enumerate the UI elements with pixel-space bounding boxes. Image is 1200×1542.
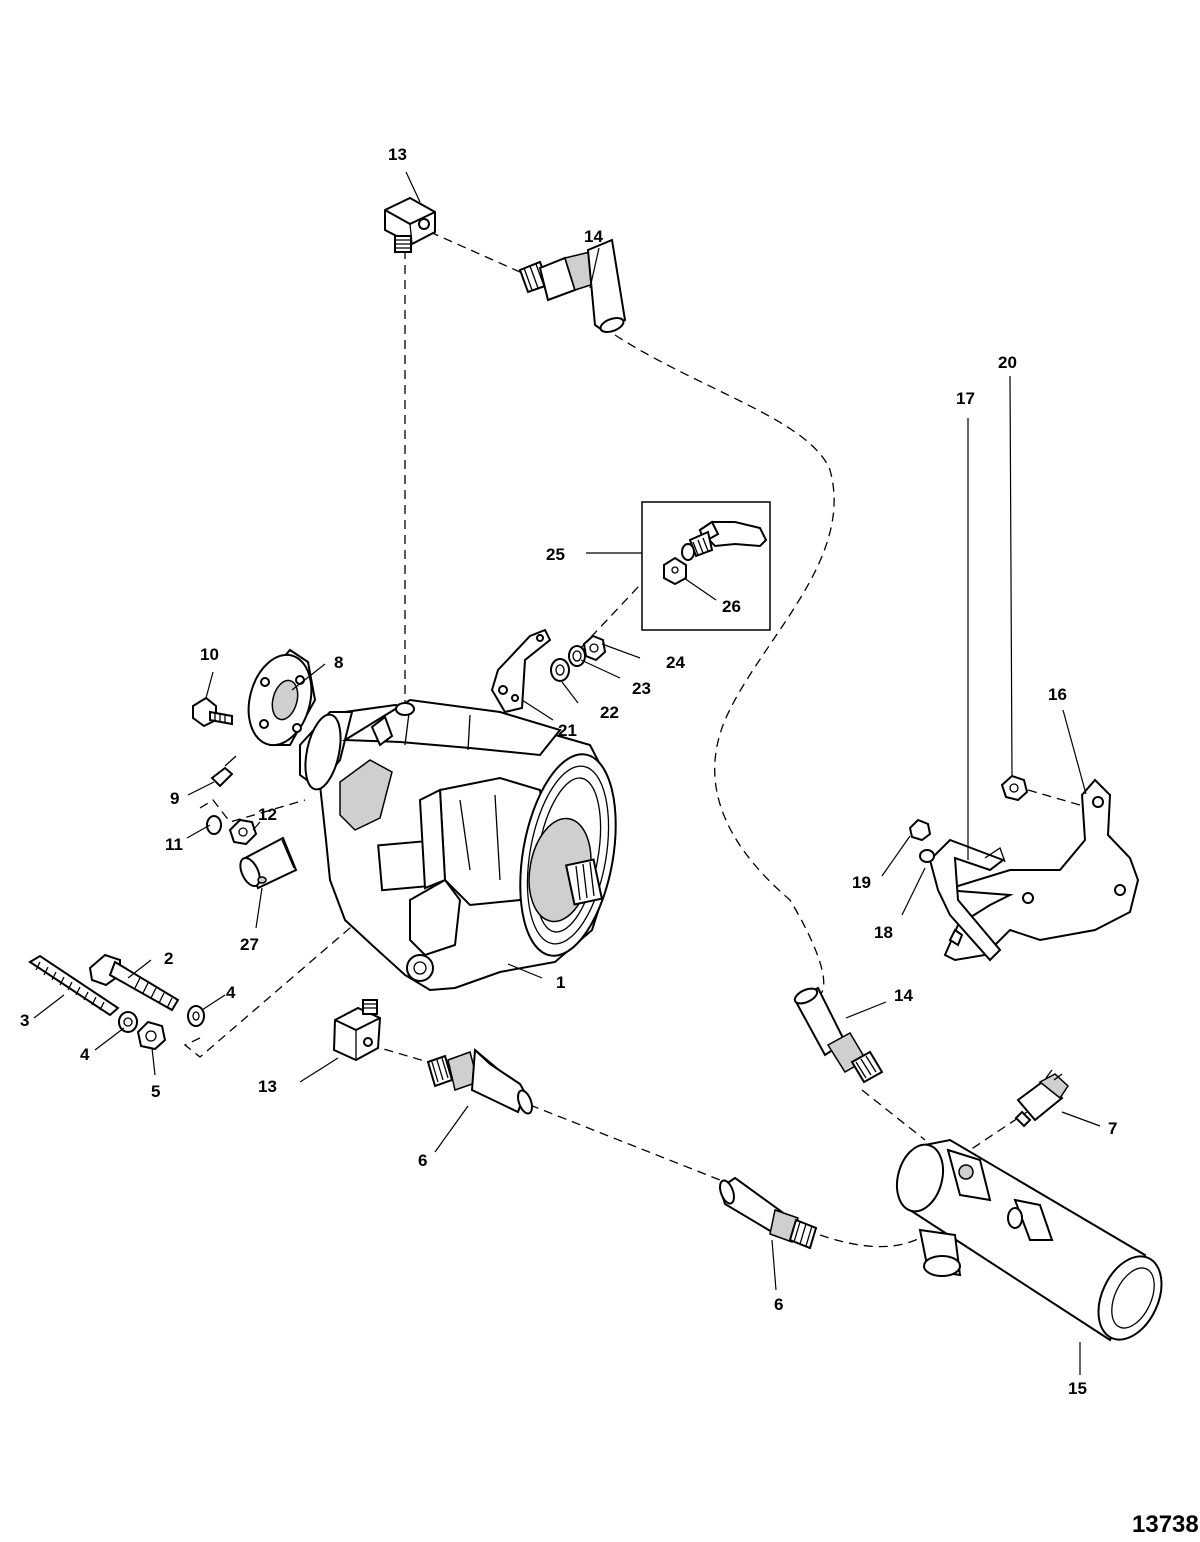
temperature-sender-14-right [793,986,884,1084]
callout-21: 21 [558,721,577,740]
temperature-sender-6-right [718,1176,818,1250]
nut-20 [1000,774,1029,802]
callout-6-left: 6 [418,1151,427,1170]
figure-number: 13738 [1132,1511,1199,1538]
callout-27: 27 [240,935,259,954]
callout-2: 2 [164,949,173,968]
callout-18: 18 [874,923,893,942]
callout-13-top: 13 [388,145,407,164]
washer-4-right [187,1005,205,1027]
callout-24: 24 [666,653,685,672]
nut-5 [136,1020,167,1051]
callout-4-upper: 4 [226,983,236,1002]
callout-10: 10 [200,645,219,664]
callout-17: 17 [956,389,975,408]
washer-22 [550,658,570,682]
callout-12: 12 [258,805,277,824]
callout-6-right: 6 [774,1295,783,1314]
callout-15: 15 [1068,1379,1087,1398]
callout-3: 3 [20,1011,29,1030]
stud-9 [210,755,237,788]
callout-26: 26 [722,597,741,616]
nut-12 [228,818,258,846]
callout-4-lower: 4 [80,1045,90,1064]
plug-27 [239,836,298,890]
bolt-10 [192,696,233,728]
callout-14-right: 14 [894,986,913,1005]
temperature-sender-6-left [426,1047,533,1115]
callout-19: 19 [852,873,871,892]
detail-box-25-26 [641,501,771,631]
callout-8: 8 [334,653,343,672]
water-manifold-15 [895,1138,1163,1342]
washer-4-left [118,1011,138,1033]
callout-13-bottom: 13 [258,1077,277,1096]
bracket-21 [490,628,552,714]
leader-lines [33,171,1101,1375]
callout-25: 25 [546,545,565,564]
callout-23: 23 [632,679,651,698]
elbow-fitting-bottom [332,999,382,1062]
callout-labels: 1 2 3 4 4 5 6 6 7 8 9 10 11 12 13 13 14 … [20,145,1117,1398]
transmission-assembly [299,698,617,992]
lockwasher-23 [568,645,586,667]
nut-24 [582,634,607,662]
callout-5: 5 [151,1082,160,1101]
callout-16: 16 [1048,685,1067,704]
lockwasher-11 [206,815,222,835]
clamp-17 [928,838,1006,962]
callout-20: 20 [998,353,1017,372]
stud-3 [28,954,120,1017]
temperature-sender-top [518,238,627,333]
washer-18 [919,849,935,863]
output-flange-8 [247,648,317,747]
bolt-2 [88,953,180,1012]
callout-11: 11 [165,835,183,854]
switch-7 [1014,1069,1069,1128]
callout-22: 22 [600,703,619,722]
callout-7: 7 [1108,1119,1117,1138]
callout-14-top: 14 [584,227,603,246]
callout-9: 9 [170,789,179,808]
nut-19 [908,818,932,842]
elbow-fitting-top [384,196,436,253]
callout-1: 1 [556,973,565,992]
